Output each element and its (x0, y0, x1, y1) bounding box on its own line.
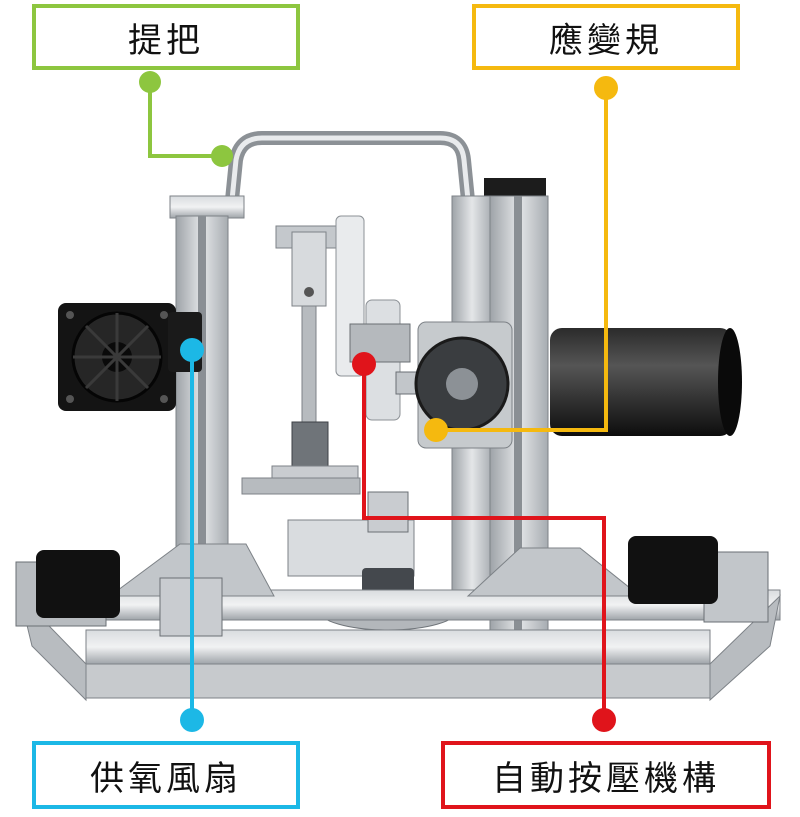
label-press-mechanism-text: 自動按壓機構 (492, 758, 720, 799)
left-pillar (169, 195, 245, 597)
label-fan: 供氧風扇 (32, 741, 300, 809)
label-fan-text: 供氧風扇 (90, 758, 242, 799)
label-press-mechanism: 自動按壓機構 (441, 741, 771, 809)
label-handle-text: 提把 (128, 20, 204, 61)
motor-icon (414, 321, 742, 449)
carry-handle (225, 131, 475, 207)
label-strain-gauge: 應變規 (472, 4, 740, 70)
label-handle: 提把 (32, 4, 300, 70)
label-strain-gauge-text: 應變規 (549, 20, 663, 61)
